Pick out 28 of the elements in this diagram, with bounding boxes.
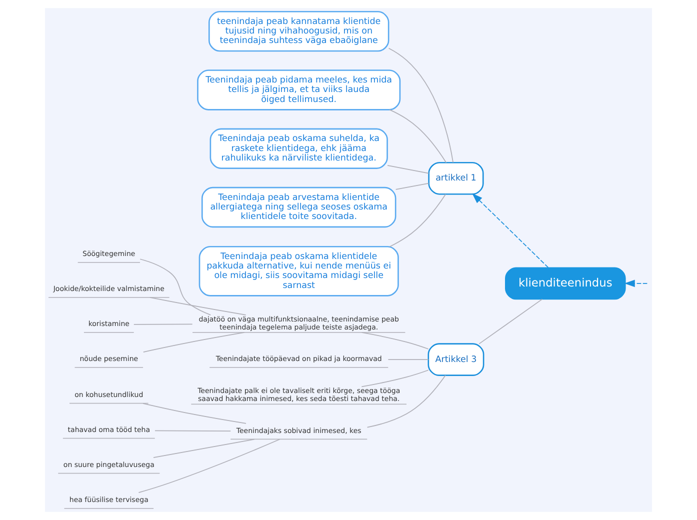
connector <box>154 430 231 432</box>
node-box: teenindaja peab kannatama klientide tujusid ning vihahoogusid, mis on teenindaja suhtess väga ebaõiglane <box>208 10 390 52</box>
connector <box>388 359 429 360</box>
connector <box>395 182 430 190</box>
node-box: Artikkel 3 <box>428 343 484 376</box>
connector <box>361 332 429 350</box>
connector <box>478 298 543 344</box>
node-box: Teenindaja peab arvestama klientide allergiatega ning sellega seoses oskama klientidele toite soovitada. <box>201 186 396 228</box>
node-box: Teenindaja peab oskama suhelda, ka raskete klientidega, ehk jääma rahulikuks ka närviliste klientidega. <box>210 128 388 169</box>
connector <box>142 332 245 352</box>
connector <box>388 48 454 163</box>
connector <box>140 258 211 316</box>
node-box: artikkel 1 <box>428 162 484 195</box>
connector <box>149 297 246 316</box>
connector <box>389 109 447 164</box>
arrow <box>472 193 549 268</box>
connector <box>387 165 430 174</box>
connector <box>142 402 246 424</box>
node-box: klienditeenindus <box>505 267 626 300</box>
node-box: Teenindaja peab oskama klientidele pakkuda alternative, kui nende menüüs ei ole midagi, siis soovitama midagi selle sarnast <box>198 246 399 296</box>
node-box: Teenindaja peab pidama meeles, kes mida tellis ja jälgima, et ta viiks lauda õiged tellimused. <box>197 70 401 110</box>
connector <box>389 194 446 248</box>
connector <box>366 374 446 428</box>
connector <box>153 438 255 458</box>
connector <box>133 324 193 325</box>
arrow <box>624 280 648 288</box>
connector <box>361 370 429 388</box>
connector <box>138 438 280 494</box>
